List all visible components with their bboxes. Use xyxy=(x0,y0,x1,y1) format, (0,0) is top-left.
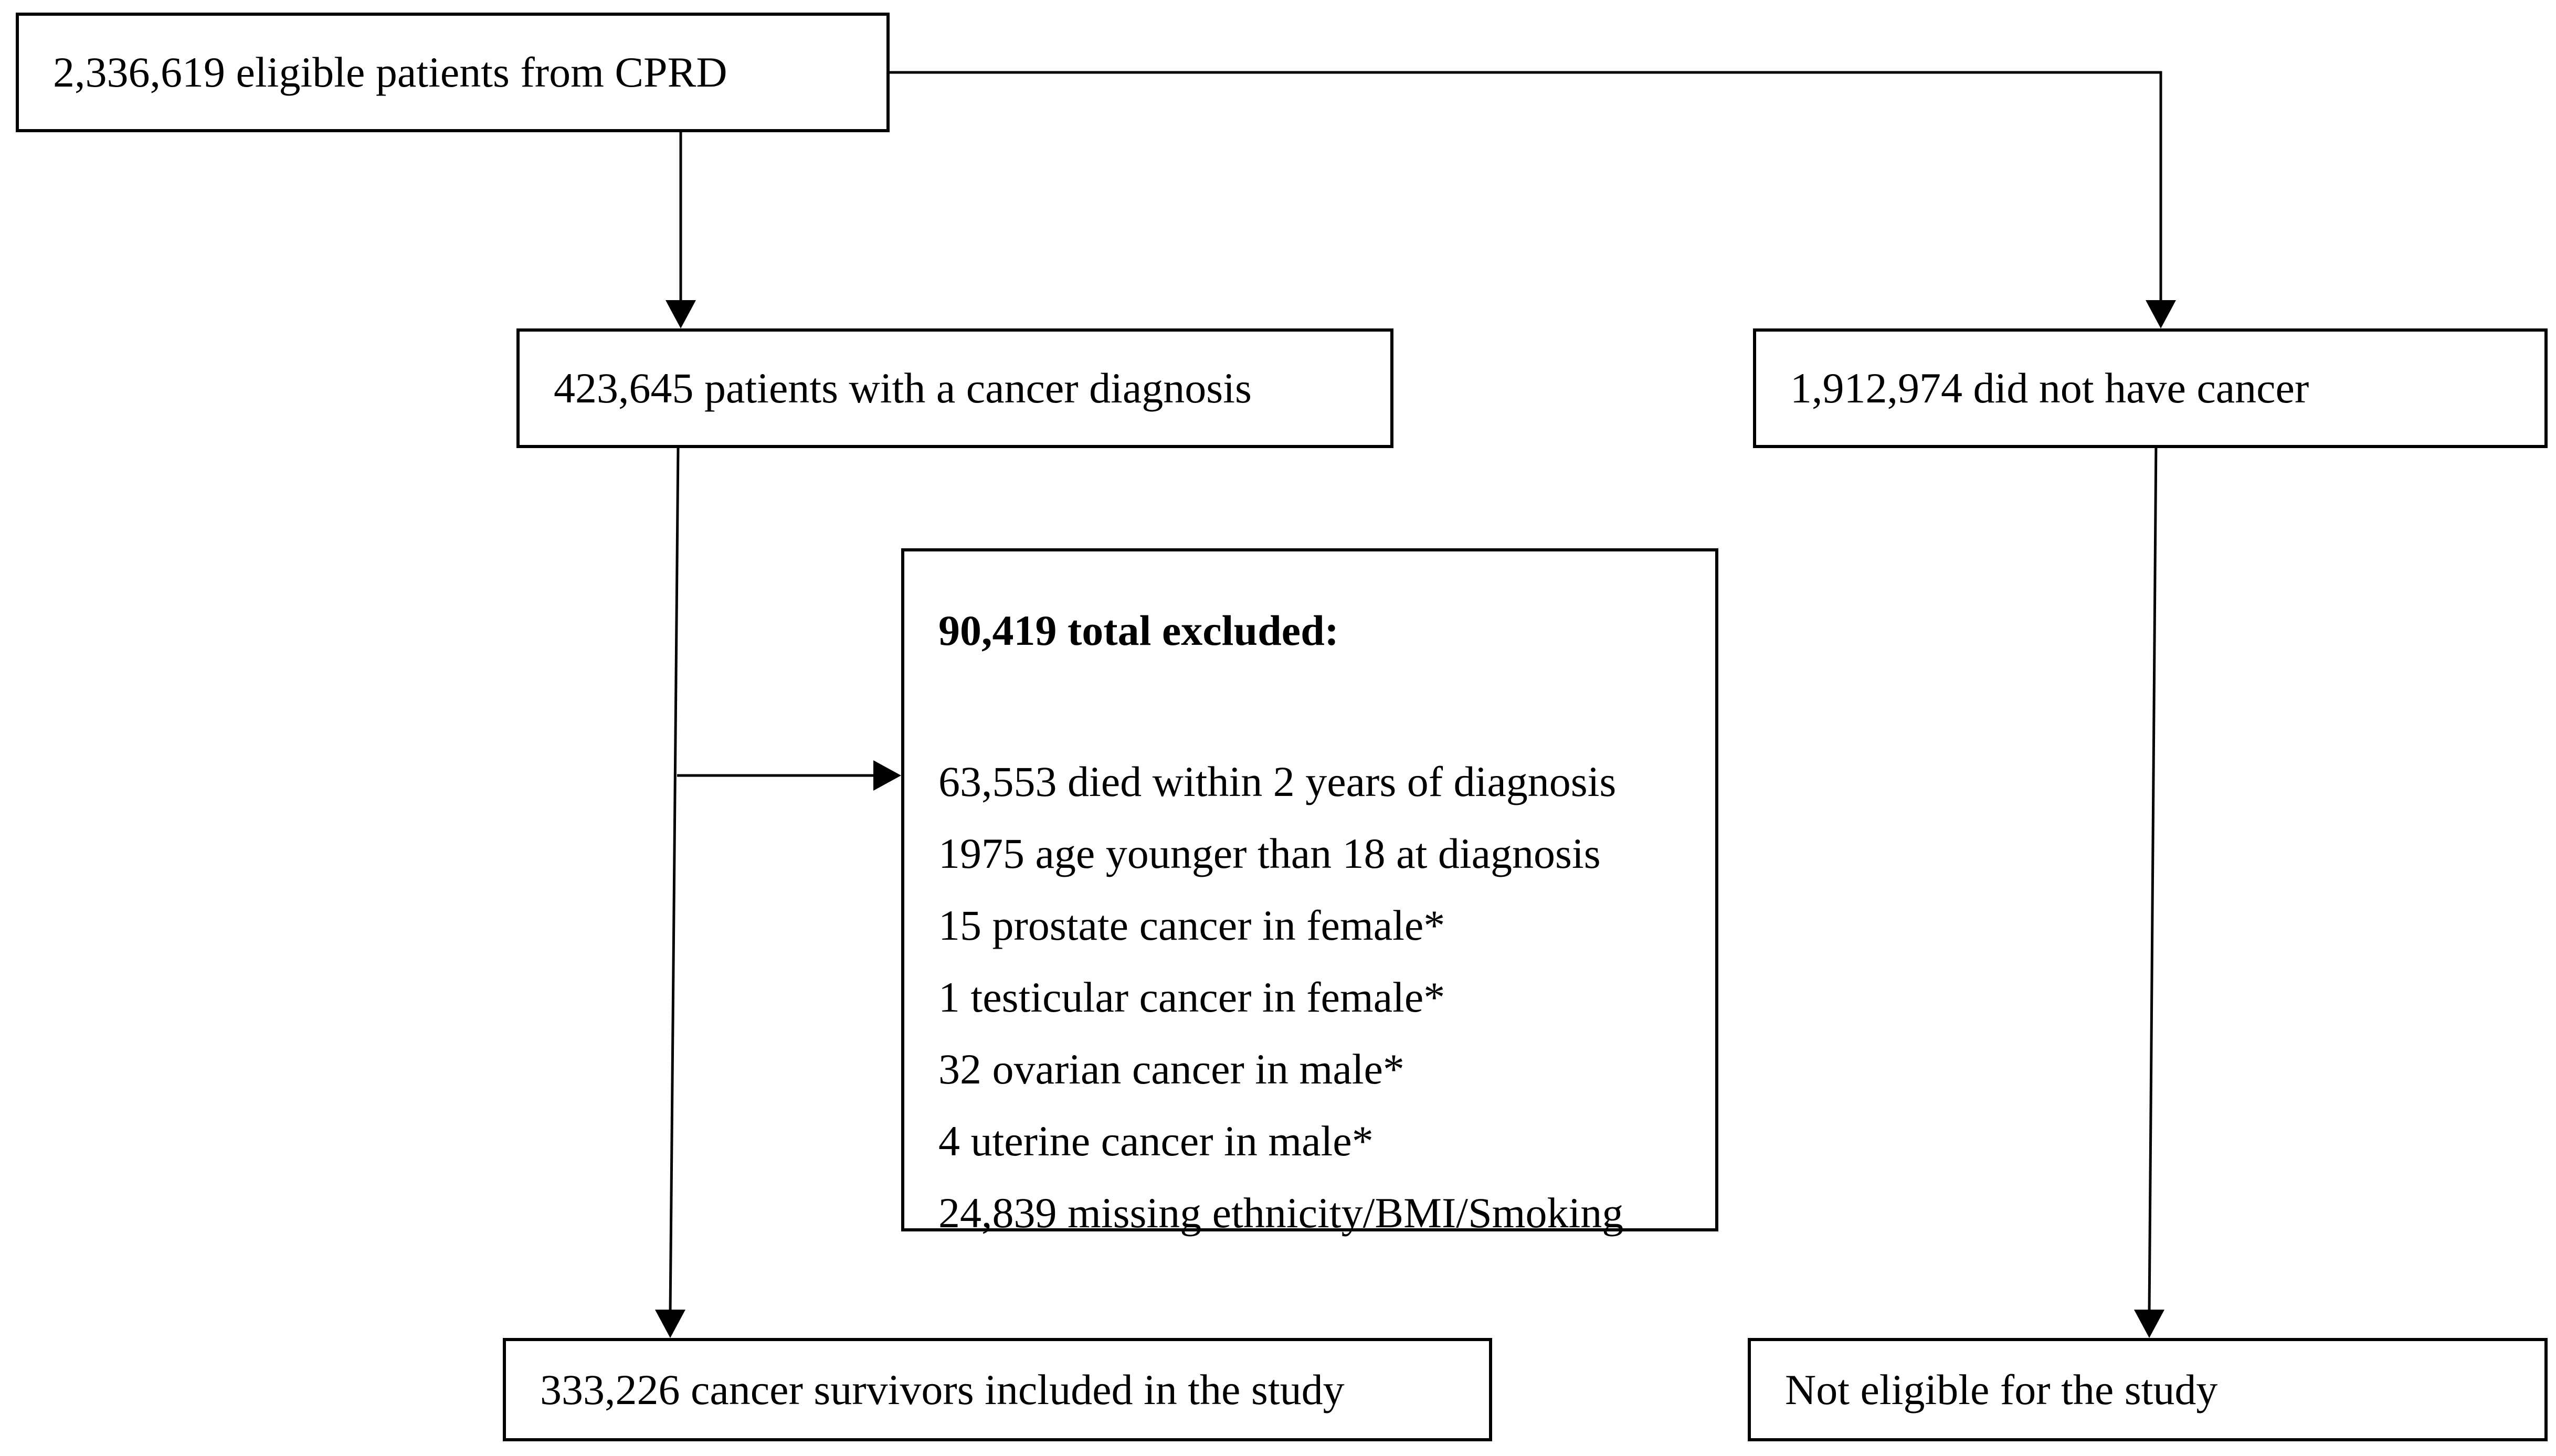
connector-no-cancer-to-not-eligible xyxy=(2148,439,2158,1313)
excluded-list: 63,553 died within 2 years of diagnosis … xyxy=(938,746,1623,1249)
connector-eligible-to-no-cancer xyxy=(890,71,2162,303)
not-eligible-box: Not eligible for the study xyxy=(1748,1338,2548,1441)
excluded-box: 90,419 total excluded: 63,553 died withi… xyxy=(901,548,1718,1237)
connector-cancer-to-included xyxy=(669,448,680,1313)
excluded-item-missing: 24,839 missing ethnicity/BMI/Smoking xyxy=(938,1189,1624,1237)
eligible-patients-label: 2,336,619 eligible patients from CPRD xyxy=(53,48,727,96)
arrowhead-down-cancer xyxy=(666,300,696,328)
eligible-patients-box: 2,336,619 eligible patients from CPRD xyxy=(16,13,890,132)
excluded-item-uterine: 4 uterine cancer in male* xyxy=(938,1117,1374,1165)
excluded-title: 90,419 total excluded: xyxy=(938,607,1339,654)
excluded-item-age: 1975 age younger than 18 at diagnosis xyxy=(938,830,1601,877)
excluded-item-testicular: 1 testicular cancer in female* xyxy=(938,973,1445,1021)
excluded-item-died: 63,553 died within 2 years of diagnosis xyxy=(938,758,1617,805)
arrowhead-right-excluded xyxy=(873,760,901,791)
arrowhead-down-included xyxy=(655,1310,685,1338)
cancer-diagnosis-box: 423,645 patients with a cancer diagnosis xyxy=(516,328,1393,448)
no-cancer-label: 1,912,974 did not have cancer xyxy=(1790,364,2309,412)
arrowhead-down-no-cancer xyxy=(2146,300,2176,328)
excluded-item-ovarian: 32 ovarian cancer in male* xyxy=(938,1045,1404,1093)
not-eligible-label: Not eligible for the study xyxy=(1785,1365,2218,1414)
no-cancer-box: 1,912,974 did not have cancer xyxy=(1753,328,2548,448)
included-survivors-label: 333,226 cancer survivors included in the… xyxy=(540,1365,1345,1414)
included-survivors-box: 333,226 cancer survivors included in the… xyxy=(503,1338,1492,1441)
arrowhead-down-not-eligible xyxy=(2134,1310,2164,1338)
excluded-item-prostate: 15 prostate cancer in female* xyxy=(938,901,1445,949)
cancer-diagnosis-label: 423,645 patients with a cancer diagnosis xyxy=(554,364,1252,412)
